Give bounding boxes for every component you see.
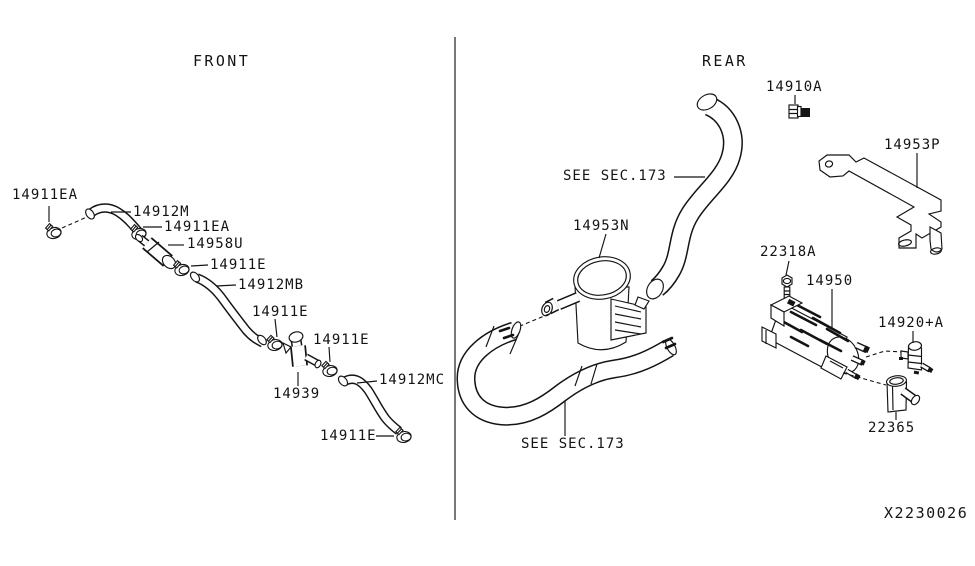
canister-14953n-drawing xyxy=(541,256,650,351)
part-label-14911e-d: 14911E xyxy=(320,428,377,444)
part-label-14911e-c: 14911E xyxy=(313,332,370,348)
front-hose-assembly-drawing xyxy=(43,203,413,445)
drawing-number: X2230026 xyxy=(884,504,969,522)
hose-14912mb-drawing xyxy=(189,271,267,348)
bracket-22365-drawing xyxy=(885,375,921,413)
assembly-dash-line xyxy=(61,216,88,229)
part-label-14911ea-b: 14911EA xyxy=(164,219,231,235)
part-label-14910a: 14910A xyxy=(766,79,823,95)
valve-14939-drawing xyxy=(282,331,322,369)
part-label-14953n: 14953N xyxy=(573,218,630,234)
part-label-14912mc: 14912MC xyxy=(379,372,446,388)
canister-14950-drawing xyxy=(761,295,870,381)
hose-clamp-icon xyxy=(320,358,339,379)
part-label-14950: 14950 xyxy=(806,273,854,289)
part-label-14939: 14939 xyxy=(273,386,321,402)
bolt-22318a-drawing xyxy=(781,274,793,300)
part-label-14911e-b: 14911E xyxy=(252,304,309,320)
part-label-14911e-a: 14911E xyxy=(210,257,267,273)
rear-assembly-drawing xyxy=(456,93,943,426)
part-label-14912m: 14912M xyxy=(133,204,190,220)
part-label-14911ea-a: 14911EA xyxy=(12,187,79,203)
hose-14912m-drawing xyxy=(85,203,142,235)
part-label-14912mb: 14912MB xyxy=(238,277,305,293)
part-label-22318a: 22318A xyxy=(760,244,817,260)
valve-14920a-drawing xyxy=(899,341,934,375)
label-leader-lines xyxy=(48,95,918,437)
part-label-22365: 22365 xyxy=(868,420,916,436)
front-section-title: FRONT xyxy=(193,52,251,70)
part-label-14958u: 14958U xyxy=(187,236,244,252)
hose-clamp-icon xyxy=(265,332,284,353)
assembly-dash-line xyxy=(865,350,903,358)
bolt-14910a-drawing xyxy=(788,104,810,119)
part-label-14953p: 14953P xyxy=(884,137,941,153)
ref-label-see-sec173-upper: SEE SEC.173 xyxy=(563,168,667,184)
hose-sec173-upper-drawing xyxy=(646,93,743,300)
valve-14958u-drawing xyxy=(134,233,177,270)
bracket-14953p-drawing xyxy=(818,154,943,255)
ref-label-see-sec173-lower: SEE SEC.173 xyxy=(521,436,625,452)
rear-section-title: REAR xyxy=(702,52,748,70)
hose-clamp-icon xyxy=(43,220,63,241)
assembly-dash-line xyxy=(842,372,887,386)
part-label-14920a: 14920+A xyxy=(878,315,945,331)
hose-sec173-lower-drawing xyxy=(456,321,677,426)
hose-14912mc-drawing xyxy=(337,374,402,435)
